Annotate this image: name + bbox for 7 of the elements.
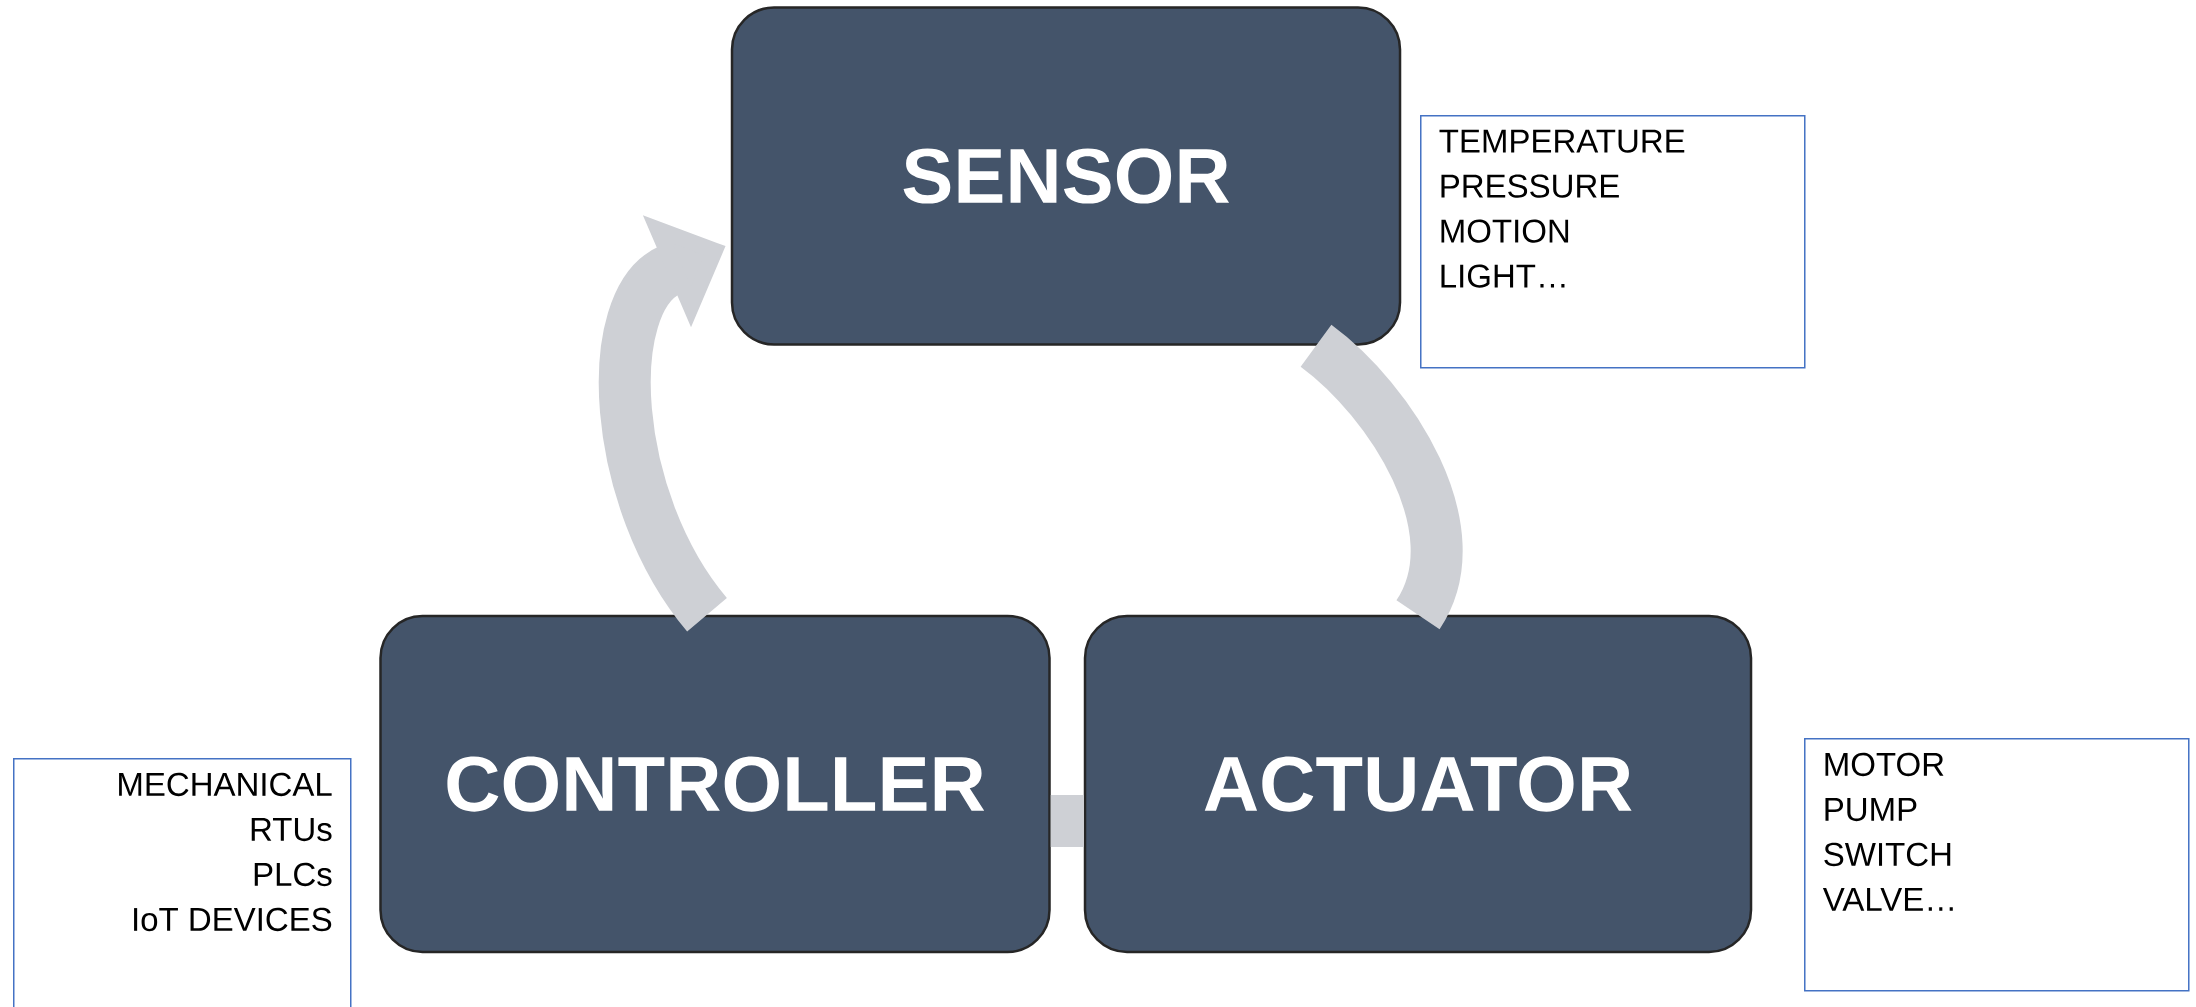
process-box: SENSOR: [730, 6, 1402, 346]
process-box: CONTROLLER: [379, 614, 1051, 954]
text-box: MECHANICAL RTUs PLCs IoT DEVICES: [13, 758, 352, 1007]
text-box: TEMPERATURE PRESSURE MOTION LIGHT…: [1420, 115, 1806, 369]
cycle-arrow: [598, 215, 728, 631]
process-box: ACTUATOR: [1083, 614, 1753, 954]
text-box: MOTOR PUMP SWITCH VALVE…: [1804, 738, 2190, 992]
